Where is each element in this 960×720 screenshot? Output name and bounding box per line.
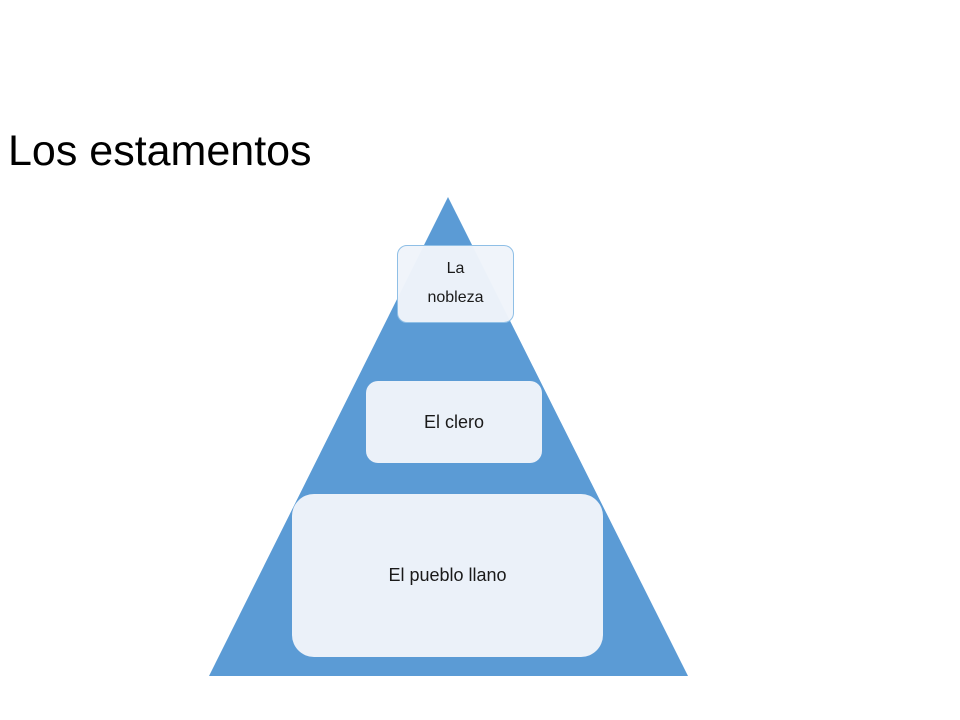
slide-title: Los estamentos	[8, 127, 312, 175]
pyramid-level-clero: El clero	[366, 381, 542, 463]
pyramid-level-pueblo-llano: El pueblo llano	[292, 494, 603, 657]
pyramid-level-label: El pueblo llano	[388, 565, 507, 585]
pyramid-level-label: La nobleza	[427, 260, 484, 306]
pyramid-level-label: El clero	[423, 411, 485, 432]
pyramid-level-nobleza: La nobleza	[397, 245, 514, 323]
